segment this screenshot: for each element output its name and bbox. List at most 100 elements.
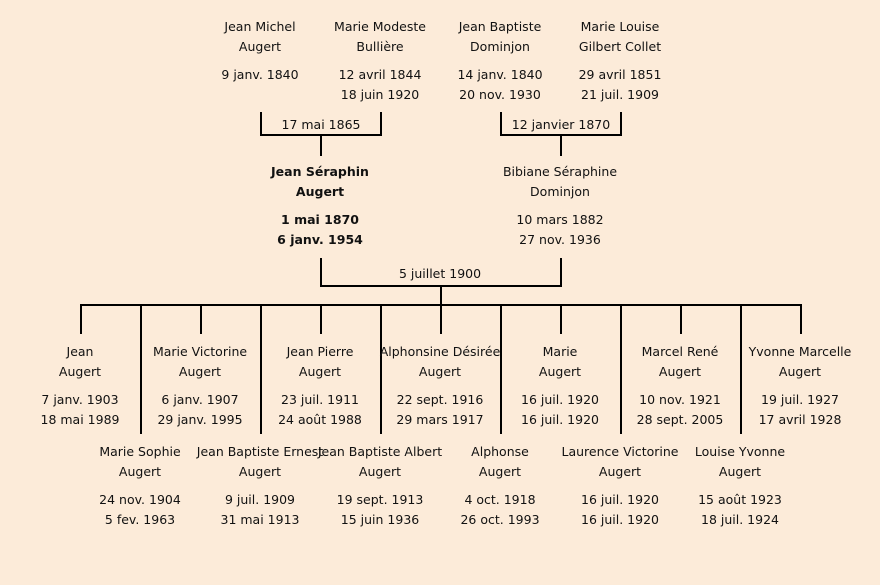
person-death: 16 juil. 1920 [521, 412, 599, 427]
person-first: Jean Pierre [286, 344, 354, 359]
person-death: 20 nov. 1930 [459, 87, 541, 102]
connector-line [380, 112, 382, 136]
person-birth: 6 janv. 1907 [161, 392, 239, 407]
person-death: 18 juin 1920 [340, 87, 420, 102]
connector-line [500, 112, 502, 136]
connector-line [440, 286, 442, 306]
person-birth: 4 oct. 1918 [464, 492, 536, 507]
person-birth: 23 juil. 1911 [281, 392, 359, 407]
person-last: Augert [538, 364, 582, 379]
person-birth: 15 août 1923 [698, 492, 782, 507]
person-last: Augert [238, 464, 282, 479]
person-first: Marcel René [641, 344, 719, 359]
person-dates: 9 juil. 1909 31 mai 1913 [195, 490, 325, 530]
person-death: 5 fev. 1963 [104, 512, 176, 527]
person-birth: 10 nov. 1921 [639, 392, 721, 407]
marriage-date: 5 juillet 1900 [398, 266, 482, 281]
person-birth: 22 sept. 1916 [396, 392, 484, 407]
person-first: Jean Séraphin [271, 164, 369, 179]
person-birth: 12 avril 1844 [338, 67, 422, 82]
person-last: Dominjon [470, 39, 530, 54]
marriage-date: 12 janvier 1870 [511, 117, 611, 132]
person-first: Jean Baptiste [458, 19, 542, 34]
connector-line [260, 305, 262, 434]
person-death: 6 janv. 1954 [277, 232, 363, 247]
person-last: Augert [58, 364, 102, 379]
person-death: 29 mars 1917 [396, 412, 484, 427]
person-last: Augert [418, 364, 462, 379]
person-death: 31 mai 1913 [220, 512, 300, 527]
person-last: Augert [295, 184, 345, 199]
person-dates: 24 nov. 1904 5 fev. 1963 [75, 490, 205, 530]
person-dates: 9 janv. 1840 [195, 65, 325, 85]
person-death: 18 juil. 1924 [701, 512, 779, 527]
person-death: 18 mai 1989 [40, 412, 120, 427]
person-last: Gilbert Collet [578, 39, 662, 54]
connector-line [380, 305, 382, 434]
connector-line [800, 305, 802, 334]
connector-line [560, 305, 562, 334]
person-last: Augert [178, 364, 222, 379]
person-birth: 14 janv. 1840 [457, 67, 543, 82]
connector-line [440, 305, 442, 334]
person-death: 24 août 1988 [278, 412, 362, 427]
person-birth: 16 juil. 1920 [581, 492, 659, 507]
person-birth: 9 juil. 1909 [224, 492, 296, 507]
person-last: Augert [718, 464, 762, 479]
person-first: Jean [66, 344, 94, 359]
person-last: Augert [598, 464, 642, 479]
person-first: Marie [542, 344, 578, 359]
connector-line [80, 305, 82, 334]
person-last: Augert [298, 364, 342, 379]
marriage-date: 17 mai 1865 [281, 117, 361, 132]
person-birth: 16 juil. 1920 [521, 392, 599, 407]
connector-line [620, 305, 622, 434]
person-birth: 29 avril 1851 [578, 67, 662, 82]
person-birth: 10 mars 1882 [516, 212, 604, 227]
person-birth: 24 nov. 1904 [99, 492, 181, 507]
person-birth: 7 janv. 1903 [41, 392, 119, 407]
connector-line [200, 305, 202, 334]
person-last: Augert [478, 464, 522, 479]
connector-line [680, 305, 682, 334]
person-first: Jean Baptiste Albert [317, 444, 443, 459]
person-last: Bullière [356, 39, 404, 54]
person-death: 27 nov. 1936 [519, 232, 601, 247]
person-first: Jean Baptiste Ernest [196, 444, 324, 459]
person-first: Marie Victorine [152, 344, 248, 359]
person-birth: 19 juil. 1927 [761, 392, 839, 407]
connector-line [260, 112, 262, 136]
person-dates: 15 août 1923 18 juil. 1924 [675, 490, 805, 530]
person-death: 28 sept. 2005 [636, 412, 724, 427]
person-birth: 19 sept. 1913 [336, 492, 424, 507]
person-dates: 7 janv. 1903 18 mai 1989 [15, 390, 145, 430]
person-first: Marie Sophie [99, 444, 181, 459]
person-dates: 10 nov. 1921 28 sept. 2005 [615, 390, 745, 430]
person-last: Augert [658, 364, 702, 379]
person-dates: 22 sept. 1916 29 mars 1917 [375, 390, 505, 430]
